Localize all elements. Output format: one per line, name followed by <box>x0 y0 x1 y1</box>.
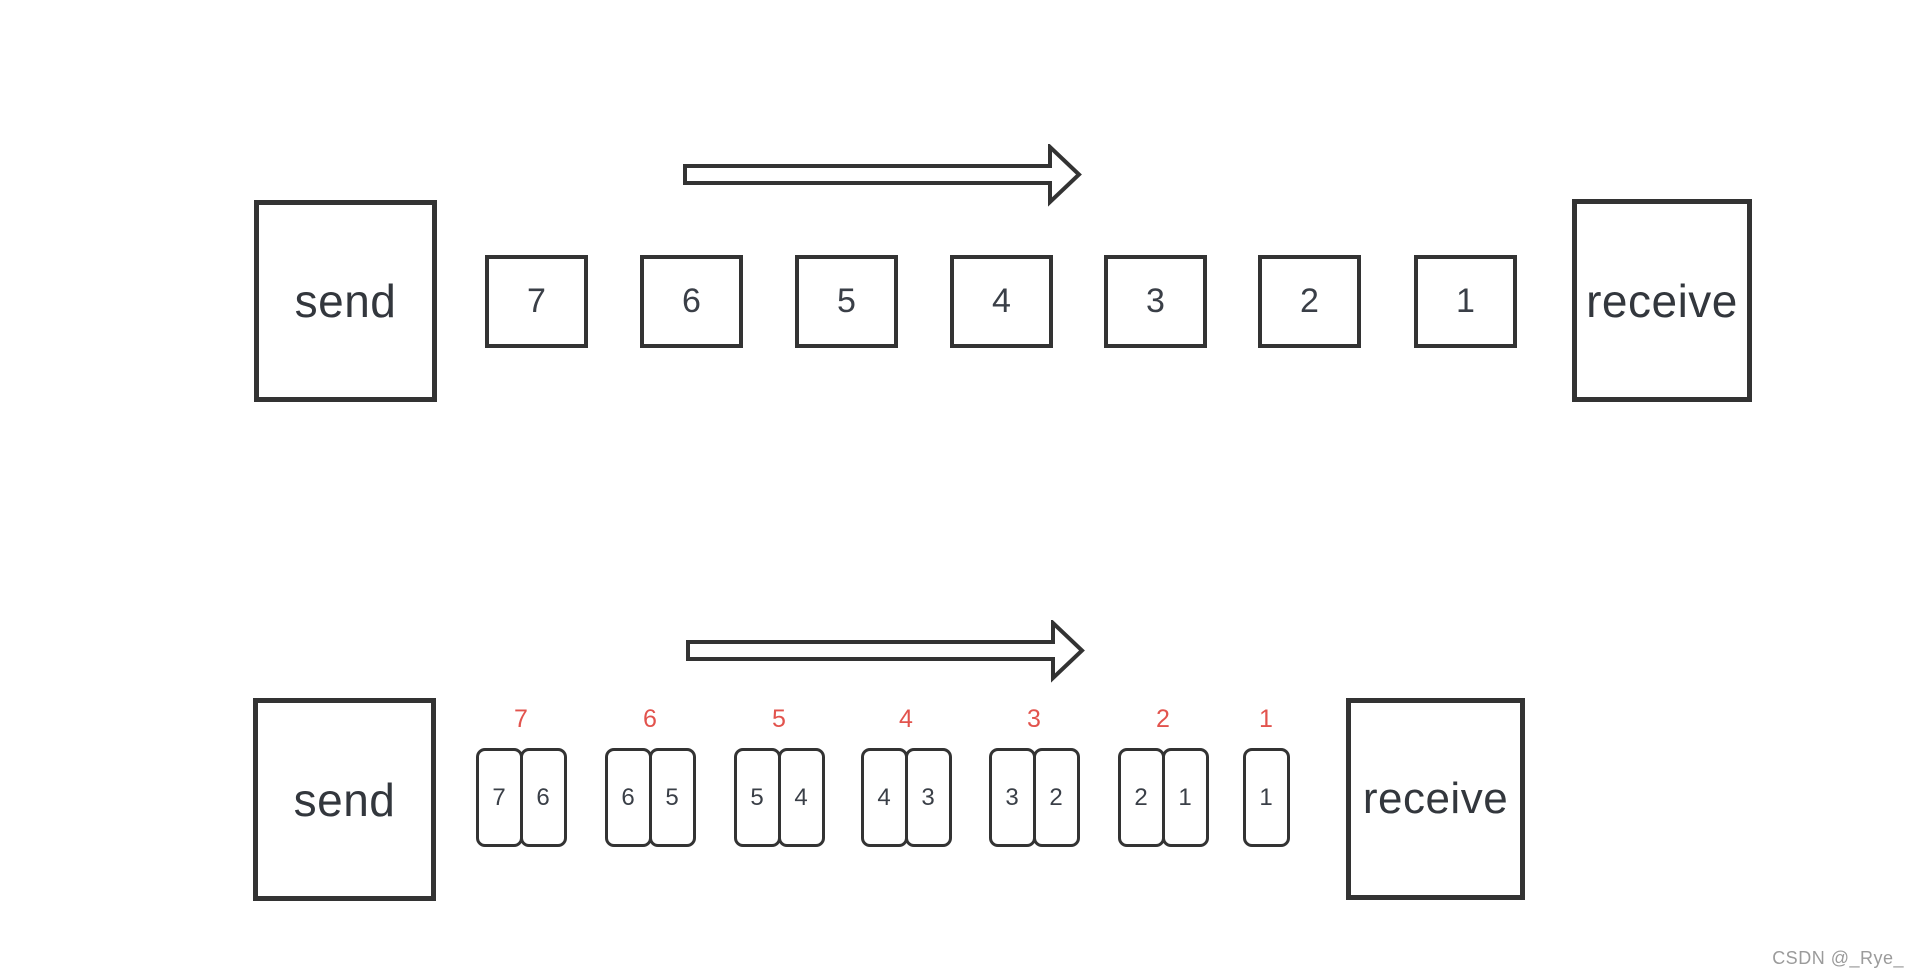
packet-box: 2 <box>1258 255 1361 348</box>
packet-box: 5 <box>795 255 898 348</box>
packet-box: 7 <box>485 255 588 348</box>
frame-cell: 7 <box>475 748 523 847</box>
frame-group: 3 3 2 <box>987 704 1081 847</box>
frame-cell: 5 <box>648 748 696 847</box>
frame-cell: 3 <box>988 748 1036 847</box>
frame-group: 7 7 6 <box>474 704 568 847</box>
frame-number-label: 6 <box>643 705 657 733</box>
frame-cell: 1 <box>1242 748 1290 847</box>
receive-box: receive <box>1572 199 1752 402</box>
watermark: CSDN @_Rye_ <box>1772 948 1904 968</box>
frame-group: 1 1 <box>1219 704 1313 847</box>
frame-number-label: 7 <box>514 705 528 733</box>
frame-group: 2 2 1 <box>1116 704 1210 847</box>
frame-group: 5 5 4 <box>732 704 826 847</box>
frame-group: 4 4 3 <box>859 704 953 847</box>
frame-number-label: 5 <box>772 705 786 733</box>
frame-number-label: 3 <box>1027 705 1041 733</box>
frame-group: 6 6 5 <box>603 704 697 847</box>
frame-cell: 6 <box>519 748 567 847</box>
frame-cell: 6 <box>604 748 652 847</box>
frame-cell: 2 <box>1032 748 1080 847</box>
frame-cell: 4 <box>777 748 825 847</box>
frame-cell: 4 <box>860 748 908 847</box>
packet-box: 3 <box>1104 255 1207 348</box>
frame-cell: 1 <box>1161 748 1209 847</box>
packet-box: 4 <box>950 255 1053 348</box>
send-box: send <box>254 200 437 402</box>
send-box: send <box>253 698 436 901</box>
frame-number-label: 4 <box>899 705 913 733</box>
right-arrow-icon <box>686 620 1085 683</box>
packet-box: 1 <box>1414 255 1517 348</box>
frame-number-label: 1 <box>1259 705 1273 733</box>
right-arrow-icon <box>683 144 1082 207</box>
frame-cell: 2 <box>1117 748 1165 847</box>
frame-cell: 3 <box>904 748 952 847</box>
receive-box: receive <box>1346 698 1525 900</box>
frame-cell: 5 <box>733 748 781 847</box>
frame-number-label: 2 <box>1156 705 1170 733</box>
packet-box: 6 <box>640 255 743 348</box>
